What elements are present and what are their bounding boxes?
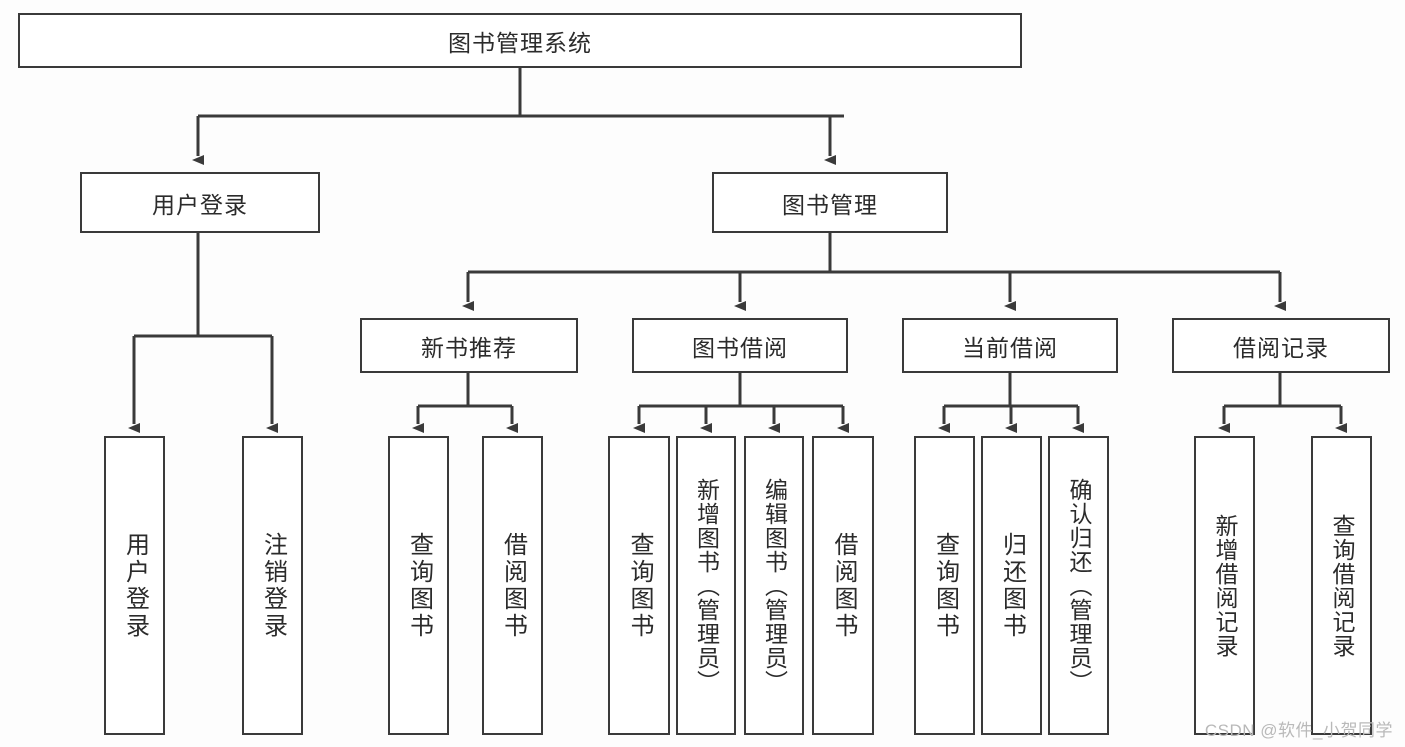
node-new-book-recommend[interactable]: 新书推荐 <box>360 318 578 373</box>
node-book-management[interactable]: 图书管理 <box>712 172 948 233</box>
leaf-borrow-book-2[interactable]: 借阅图书 <box>812 436 874 735</box>
leaf-query-book-2[interactable]: 查询图书 <box>608 436 670 735</box>
leaf-add-book[interactable]: 新增图书（管理员） <box>676 436 736 735</box>
leaf-query-record[interactable]: 查询借阅记录 <box>1311 436 1372 735</box>
leaf-confirm-return[interactable]: 确认归还（管理员） <box>1048 436 1109 735</box>
node-user-login[interactable]: 用户登录 <box>80 172 320 233</box>
leaf-logout[interactable]: 注销登录 <box>242 436 303 735</box>
leaf-borrow-book-1[interactable]: 借阅图书 <box>482 436 543 735</box>
leaf-return-book[interactable]: 归还图书 <box>981 436 1042 735</box>
leaf-query-book-3[interactable]: 查询图书 <box>914 436 975 735</box>
leaf-add-record[interactable]: 新增借阅记录 <box>1194 436 1255 735</box>
node-borrow-record[interactable]: 借阅记录 <box>1172 318 1390 373</box>
node-root[interactable]: 图书管理系统 <box>18 13 1022 68</box>
leaf-query-book-1[interactable]: 查询图书 <box>388 436 449 735</box>
node-book-borrow[interactable]: 图书借阅 <box>632 318 848 373</box>
leaf-edit-book[interactable]: 编辑图书（管理员） <box>744 436 804 735</box>
leaf-user-login[interactable]: 用户登录 <box>104 436 165 735</box>
watermark: CSDN @软件_小贺同学 <box>1204 721 1393 740</box>
node-current-borrow[interactable]: 当前借阅 <box>902 318 1118 373</box>
